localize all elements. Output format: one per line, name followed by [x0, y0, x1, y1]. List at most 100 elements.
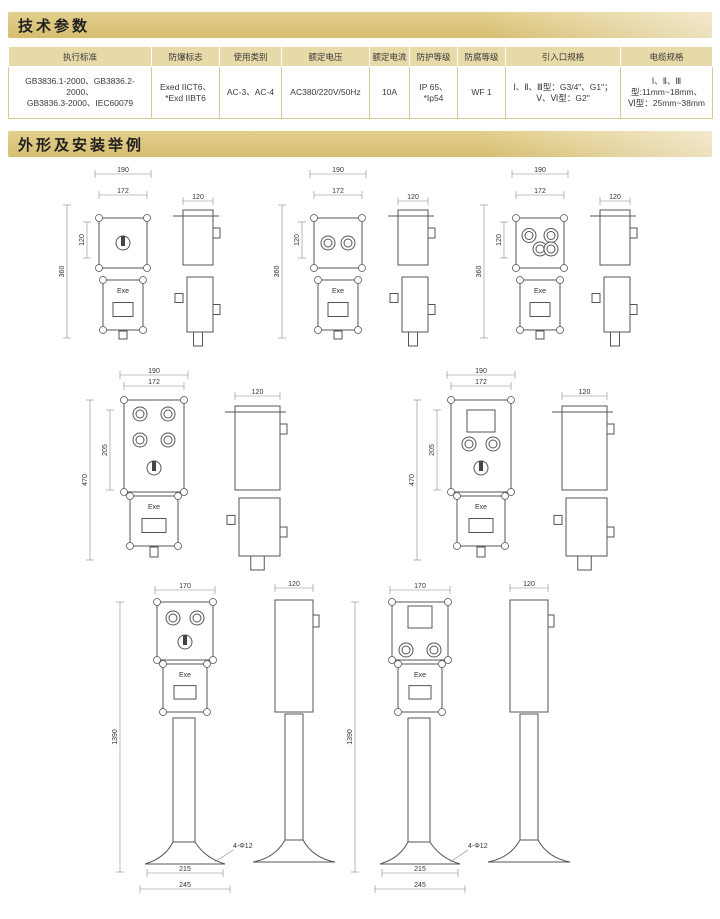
exe-label: Exe	[475, 504, 487, 511]
pedestal-column-side	[284, 713, 304, 841]
dimension-label: 205	[102, 444, 109, 456]
dimension-label: 215	[414, 866, 426, 873]
push-button-inner-icon	[429, 645, 439, 655]
spec-header-cell: 引入口规格	[505, 46, 621, 67]
push-button-inner-icon	[323, 238, 333, 248]
bolt-icon	[99, 276, 107, 284]
dimension-label: 1390	[112, 729, 119, 745]
bolt-icon	[143, 264, 151, 272]
dimension-label: 120	[579, 389, 591, 396]
side-view-outlet	[250, 555, 265, 571]
side-view-outlet	[193, 331, 203, 347]
side-view-nut	[279, 423, 288, 435]
spec-cell: 10A	[369, 66, 410, 119]
cable-gland	[118, 330, 128, 340]
spec-cell-line: 型:11mm~18mm、	[631, 87, 702, 97]
spec-cell-line: IP 65、	[419, 81, 448, 92]
push-button-inner-icon	[343, 238, 353, 248]
spec-header-row: 执行标准防爆标志使用类别额定电压额定电流防护等级防腐等级引入口规格电缆规格	[8, 46, 713, 67]
spec-header-cell: 防爆标志	[151, 46, 220, 67]
bolt-icon	[153, 598, 161, 606]
bolt-icon	[354, 326, 362, 334]
control-box	[123, 399, 185, 493]
spec-header-cell: 额定电压	[281, 46, 370, 67]
bolt-icon	[314, 276, 322, 284]
side-view-outlet	[408, 331, 418, 347]
dimension-label: 172	[475, 379, 487, 386]
spec-header-cell: 防腐等级	[457, 46, 506, 67]
dimension-label: 172	[332, 188, 344, 195]
bolt-icon	[560, 214, 568, 222]
spec-cell: WF 1	[457, 66, 506, 119]
spec-cell-line: AC-3、AC-4	[226, 87, 275, 97]
bolt-icon	[507, 396, 515, 404]
control-box	[391, 601, 449, 661]
spec-cell-line: Ⅰ、Ⅱ、Ⅲ型：G3/4"、G1"；	[513, 81, 613, 92]
pedestal-base	[379, 841, 461, 865]
side-view-nut	[629, 227, 638, 239]
header-fade	[482, 12, 712, 38]
dimension-label: 120	[496, 234, 503, 246]
bolt-icon	[126, 492, 134, 500]
side-view-bottom	[186, 276, 214, 333]
bolt-icon	[174, 542, 182, 550]
dimension-label: 120	[252, 389, 264, 396]
push-button-inner-icon	[401, 645, 411, 655]
bolt-icon	[139, 326, 147, 334]
spec-table: 执行标准防爆标志使用类别额定电压额定电流防护等级防腐等级引入口规格电缆规格 GB…	[8, 46, 713, 119]
bolt-icon	[388, 656, 396, 664]
dimension-label: 172	[148, 379, 160, 386]
side-view-outlet	[577, 555, 592, 571]
bolt-icon	[358, 214, 366, 222]
push-button-inner-icon	[135, 409, 145, 419]
tech-params-header: 技术参数	[8, 12, 712, 38]
bolt-icon	[501, 542, 509, 550]
push-button-inner-icon	[192, 613, 202, 623]
bolt-icon	[394, 660, 402, 668]
nameplate	[141, 518, 167, 533]
spec-cell-line: Ⅵ型：25mm~38mm	[627, 98, 706, 108]
push-button-inner-icon	[163, 435, 173, 445]
bolt-icon	[314, 326, 322, 334]
dimension-label: 245	[414, 882, 426, 889]
dimension-label: 215	[179, 866, 191, 873]
side-view-gland	[174, 293, 184, 303]
outline-header: 外形及安装举例	[8, 131, 712, 157]
side-view-top	[234, 405, 281, 491]
side-view-nut	[212, 227, 221, 239]
push-button-inner-icon	[546, 244, 556, 254]
dimension-label: 120	[523, 581, 535, 588]
dimension-label: 1390	[347, 729, 354, 745]
bolt-icon	[310, 214, 318, 222]
spec-cell-line: WF 1	[471, 87, 492, 97]
side-view-top	[397, 209, 429, 266]
exe-label: Exe	[534, 288, 546, 295]
exe-label: Exe	[414, 672, 426, 679]
bolt-icon	[501, 492, 509, 500]
terminal-box	[456, 495, 506, 547]
dimension-label: 120	[609, 194, 621, 201]
leader-line	[214, 849, 234, 863]
exe-label: Exe	[332, 288, 344, 295]
hole-label: 4-Φ12	[468, 843, 488, 850]
terminal-box	[102, 279, 144, 331]
side-view-nut	[312, 614, 320, 628]
side-view-body	[274, 599, 314, 713]
knob-handle-icon	[152, 461, 156, 471]
push-button-inner-icon	[464, 439, 474, 449]
bolt-icon	[556, 326, 564, 334]
spec-cell-line: AC380/220V/50Hz	[290, 87, 361, 97]
terminal-box	[129, 495, 179, 547]
exe-label: Exe	[148, 504, 160, 511]
spec-cell-line: GB3836.3-2000、IEC60079	[26, 98, 134, 108]
dimension-label: 360	[274, 266, 281, 278]
bolt-icon	[139, 276, 147, 284]
side-view-bottom	[238, 497, 281, 557]
knob-handle-icon	[183, 635, 187, 645]
spec-header-cell: 额定电流	[369, 46, 410, 67]
bolt-icon	[438, 660, 446, 668]
bolt-icon	[438, 708, 446, 716]
spec-cell-line: *Ip54	[423, 92, 444, 103]
bolt-icon	[453, 542, 461, 550]
